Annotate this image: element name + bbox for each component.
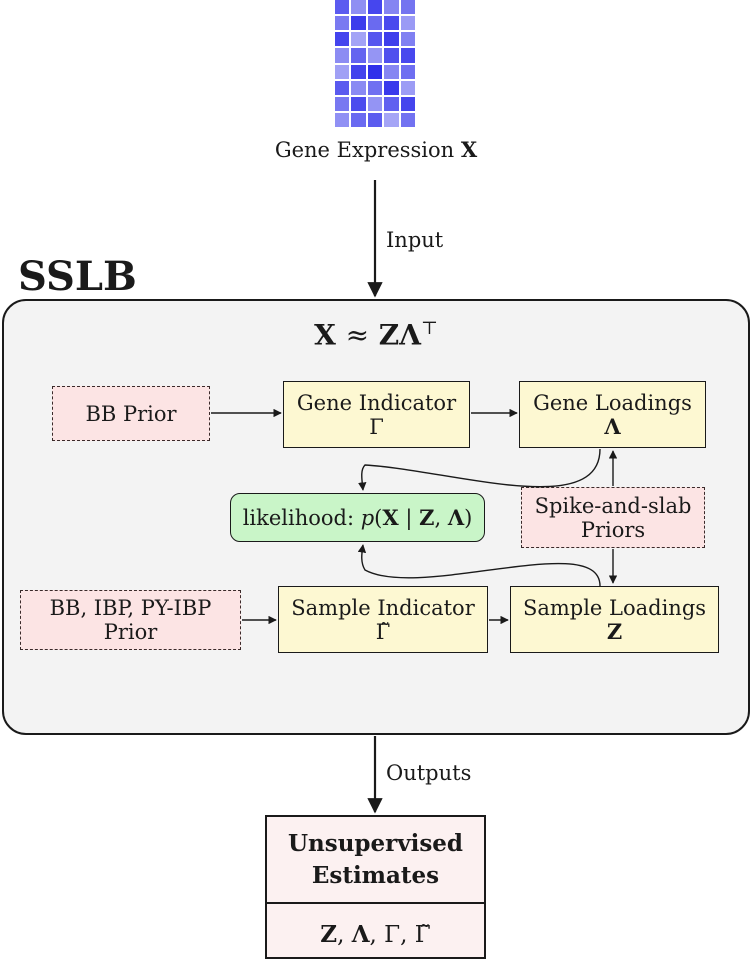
gene-expression-label: Gene Expression X (0, 137, 752, 163)
likelihood-lambda: Λ (447, 504, 465, 530)
heatmap-cell (351, 0, 366, 15)
heatmap-cell (367, 96, 383, 111)
spike-slab-label-2: Priors (580, 517, 646, 542)
heatmap-cell (400, 64, 415, 79)
heatmap-cell (351, 16, 366, 31)
heatmap-cell (367, 64, 383, 79)
bb-prior-node: BB Prior (52, 386, 210, 441)
likelihood-comma: , (434, 505, 448, 530)
heatmap-cell (384, 112, 399, 127)
gene-loadings-node: Gene Loadings Λ (519, 381, 706, 448)
heatmap-cell (351, 32, 366, 47)
sslb-title: SSLB (18, 253, 137, 300)
heatmap-cell (400, 112, 415, 127)
likelihood-prefix: likelihood: (242, 505, 361, 530)
estimates-title-line1: Unsupervised (287, 829, 464, 857)
estimate-lambda: Λ (351, 921, 370, 948)
equation-approx: ≈ (345, 318, 370, 352)
gene-loadings-symbol: Λ (604, 413, 621, 439)
heatmap-cell (400, 96, 415, 111)
gene-indicator-symbol: Γ (369, 414, 384, 439)
heatmap-cell (351, 64, 366, 79)
estimates-variables: Z, Λ, Γ, Γ̃ (267, 919, 484, 951)
sample-prior-label: BB, IBP, PY-IBP (49, 596, 212, 620)
heatmap-cell (335, 16, 350, 31)
sample-loadings-to-likelihood-arrow (357, 544, 601, 587)
heatmap-cell (367, 112, 383, 127)
sample-indicator-node: Sample Indicator Γ̃ (278, 586, 488, 653)
sample-loadings-symbol: Z (606, 618, 623, 644)
heatmap-cell (384, 96, 399, 111)
estimates-title: Unsupervised Estimates (267, 817, 484, 902)
sample-indicator-symbol: Γ̃ (375, 619, 391, 644)
heatmap-cell (351, 80, 366, 95)
heatmap-cell (384, 64, 399, 79)
sample-loadings-node: Sample Loadings Z (510, 586, 719, 653)
estimate-gamma: Γ (384, 922, 401, 948)
model-equation: X ≈ ZΛ⊤ (0, 312, 752, 352)
spike-slab-label: Spike-and-slab (534, 493, 692, 518)
likelihood-z: Z (419, 504, 435, 530)
heatmap-cell (335, 64, 350, 79)
equation-transpose: ⊤ (420, 318, 438, 339)
estimates-title-line2: Estimates (311, 861, 440, 889)
heatmap-cell (335, 96, 350, 111)
heatmap-cell (367, 48, 383, 63)
estimate-sep-2: , (369, 922, 385, 948)
input-label: Input (386, 228, 444, 252)
heatmap-cell (367, 16, 383, 31)
heatmap-cell (335, 0, 350, 15)
unsupervised-estimates-box: Unsupervised Estimates Z, Λ, Γ, Γ̃ (265, 815, 486, 959)
equation-rhs: ZΛ (378, 318, 421, 352)
equation-lhs: X (314, 318, 336, 352)
spike-slab-node: Spike-and-slab Priors (521, 487, 705, 548)
estimate-sep-3: , (400, 922, 415, 948)
heatmap-cell (384, 32, 399, 47)
likelihood-open-paren: ( (374, 505, 383, 530)
gene-indicator-label: Gene Indicator (296, 390, 457, 415)
heatmap-cell (400, 16, 415, 31)
likelihood-x: X (382, 504, 399, 530)
heatmap-cell (384, 16, 399, 31)
likelihood-p: p (360, 505, 375, 530)
gene-expression-text: Gene Expression (274, 138, 455, 162)
sample-indicator-label: Sample Indicator (291, 595, 475, 620)
heatmap-cell (335, 80, 350, 95)
gene-loadings-to-likelihood-arrow (358, 448, 601, 491)
heatmap-cell (335, 32, 350, 47)
estimate-z: Z (320, 921, 338, 948)
heatmap-cell (335, 48, 350, 63)
sample-prior-node: BB, IBP, PY-IBP Prior (20, 590, 241, 650)
heatmap-cell (335, 112, 350, 127)
gene-expression-heatmap (335, 0, 415, 127)
heatmap-cell (400, 32, 415, 47)
heatmap-cell (367, 80, 383, 95)
heatmap-cell (351, 112, 366, 127)
heatmap-cell (400, 48, 415, 63)
likelihood-close-paren: ) (464, 505, 473, 530)
heatmap-cell (400, 0, 415, 15)
sample-prior-label-2: Prior (103, 620, 158, 644)
sample-loadings-label: Sample Loadings (522, 595, 707, 620)
likelihood-bar: | (398, 505, 420, 530)
estimates-separator (267, 902, 484, 904)
heatmap-cell (351, 48, 366, 63)
heatmap-cell (400, 80, 415, 95)
gene-indicator-node: Gene Indicator Γ (283, 381, 470, 448)
estimate-sep-1: , (337, 922, 352, 948)
likelihood-node: likelihood: p ( X | Z , Λ ) (230, 493, 485, 542)
gene-loadings-label: Gene Loadings (533, 390, 692, 415)
bb-prior-label: BB Prior (85, 401, 177, 426)
heatmap-cell (384, 48, 399, 63)
heatmap-cell (367, 32, 383, 47)
heatmap-cell (384, 0, 399, 15)
heatmap-cell (351, 96, 366, 111)
heatmap-cell (384, 80, 399, 95)
gene-expression-symbol: X (460, 137, 478, 162)
estimate-gamma-tilde: Γ̃ (414, 922, 431, 948)
outputs-label: Outputs (386, 761, 472, 785)
heatmap-cell (367, 0, 383, 15)
